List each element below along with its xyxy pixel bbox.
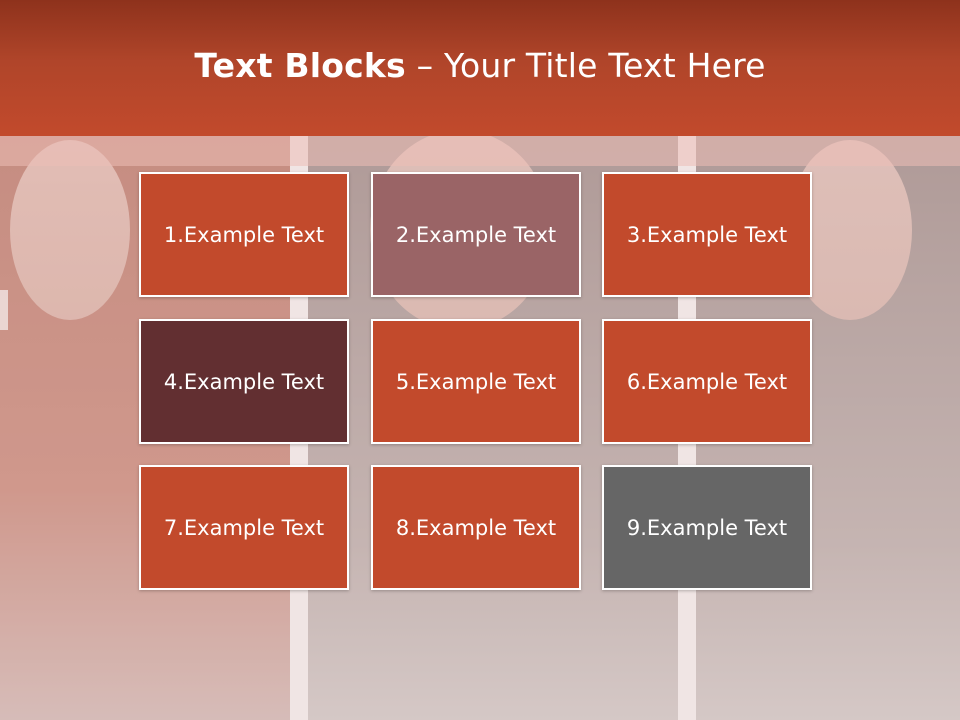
text-block-label: 2.Example Text xyxy=(395,222,557,247)
text-block-3[interactable]: 3.Example Text xyxy=(602,172,812,297)
text-block-label: 4.Example Text xyxy=(163,369,325,394)
text-block-6[interactable]: 6.Example Text xyxy=(602,319,812,444)
text-block-label: 3.Example Text xyxy=(626,222,788,247)
text-block-2[interactable]: 2.Example Text xyxy=(371,172,581,297)
text-block-label: 8.Example Text xyxy=(395,515,557,540)
text-block-5[interactable]: 5.Example Text xyxy=(371,319,581,444)
slide-title-bold: Text Blocks xyxy=(194,45,406,85)
text-block-label: 6.Example Text xyxy=(626,369,788,394)
text-block-8[interactable]: 8.Example Text xyxy=(371,465,581,590)
text-block-label: 9.Example Text xyxy=(626,515,788,540)
title-underline-strip xyxy=(0,136,960,166)
text-block-7[interactable]: 7.Example Text xyxy=(139,465,349,590)
slide-title-rest: Your Title Text Here xyxy=(443,45,766,85)
slide-title: Text Blocks – Your Title Text Here xyxy=(194,46,765,85)
text-block-4[interactable]: 4.Example Text xyxy=(139,319,349,444)
text-block-9[interactable]: 9.Example Text xyxy=(602,465,812,590)
title-bar: Text Blocks – Your Title Text Here xyxy=(0,0,960,136)
slide-title-dash: – xyxy=(405,45,444,85)
text-block-label: 7.Example Text xyxy=(163,515,325,540)
text-block-label: 5.Example Text xyxy=(395,369,557,394)
text-block-label: 1.Example Text xyxy=(163,222,325,247)
text-block-1[interactable]: 1.Example Text xyxy=(139,172,349,297)
